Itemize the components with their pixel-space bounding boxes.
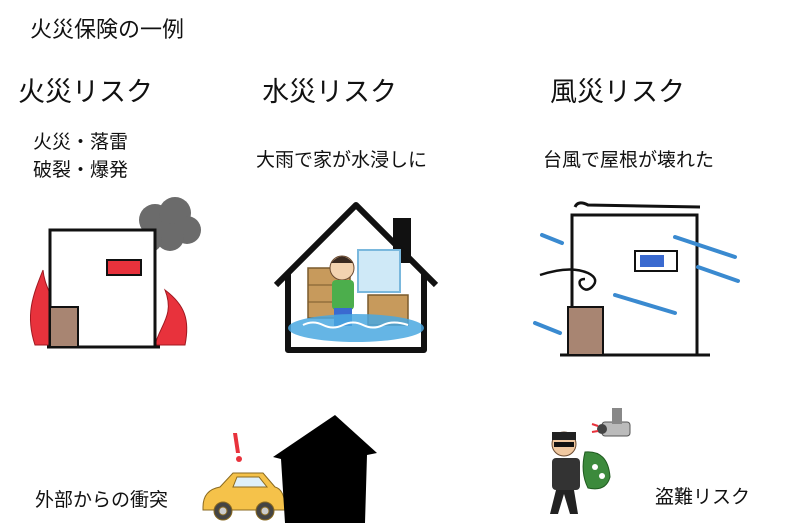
fire-risk-line-2: 破裂・爆発: [33, 159, 129, 181]
car-collision-illustration: [202, 415, 377, 523]
building-window: [106, 259, 142, 276]
wind-risk-description: 台風で屋根が壊れた: [543, 149, 715, 171]
fire-risk-heading: 火災リスク: [18, 77, 153, 108]
flame-right: [154, 288, 188, 346]
wind-risk-heading: 風災リスク: [550, 77, 685, 108]
water-risk-heading: 水災リスク: [262, 77, 397, 108]
burglar-body: [552, 458, 580, 490]
building-door: [49, 306, 79, 348]
wind-swirl: [539, 268, 597, 291]
loot-bag: [582, 451, 611, 490]
water-risk-description: 大雨で家が水浸しに: [256, 149, 428, 171]
burning-building-illustration: [29, 197, 201, 349]
window-frame: [357, 249, 401, 293]
alert-mark: [233, 433, 242, 462]
collision-label: 外部からの衝突: [35, 489, 169, 511]
fire-risk-line-1: 火災・落雷: [33, 131, 129, 153]
wind-damaged-building-illustration: [533, 201, 740, 357]
house-outline: [273, 202, 439, 353]
flooded-house-illustration: [273, 202, 439, 353]
building-door: [567, 306, 604, 356]
torn-roof: [573, 201, 701, 209]
fire-risk-description: 火災・落雷 破裂・爆発: [33, 128, 128, 184]
theft-risk-label: 盗難リスク: [655, 486, 751, 508]
house-silhouette: [273, 415, 377, 523]
car: [202, 472, 286, 521]
smoke-cloud: [138, 197, 201, 252]
security-camera: [591, 408, 631, 437]
burglar-illustration: [550, 408, 631, 514]
page-title: 火災保険の一例: [30, 18, 185, 43]
wind-lines: [533, 233, 740, 335]
person-body: [332, 280, 354, 310]
flood-water: [288, 314, 424, 342]
